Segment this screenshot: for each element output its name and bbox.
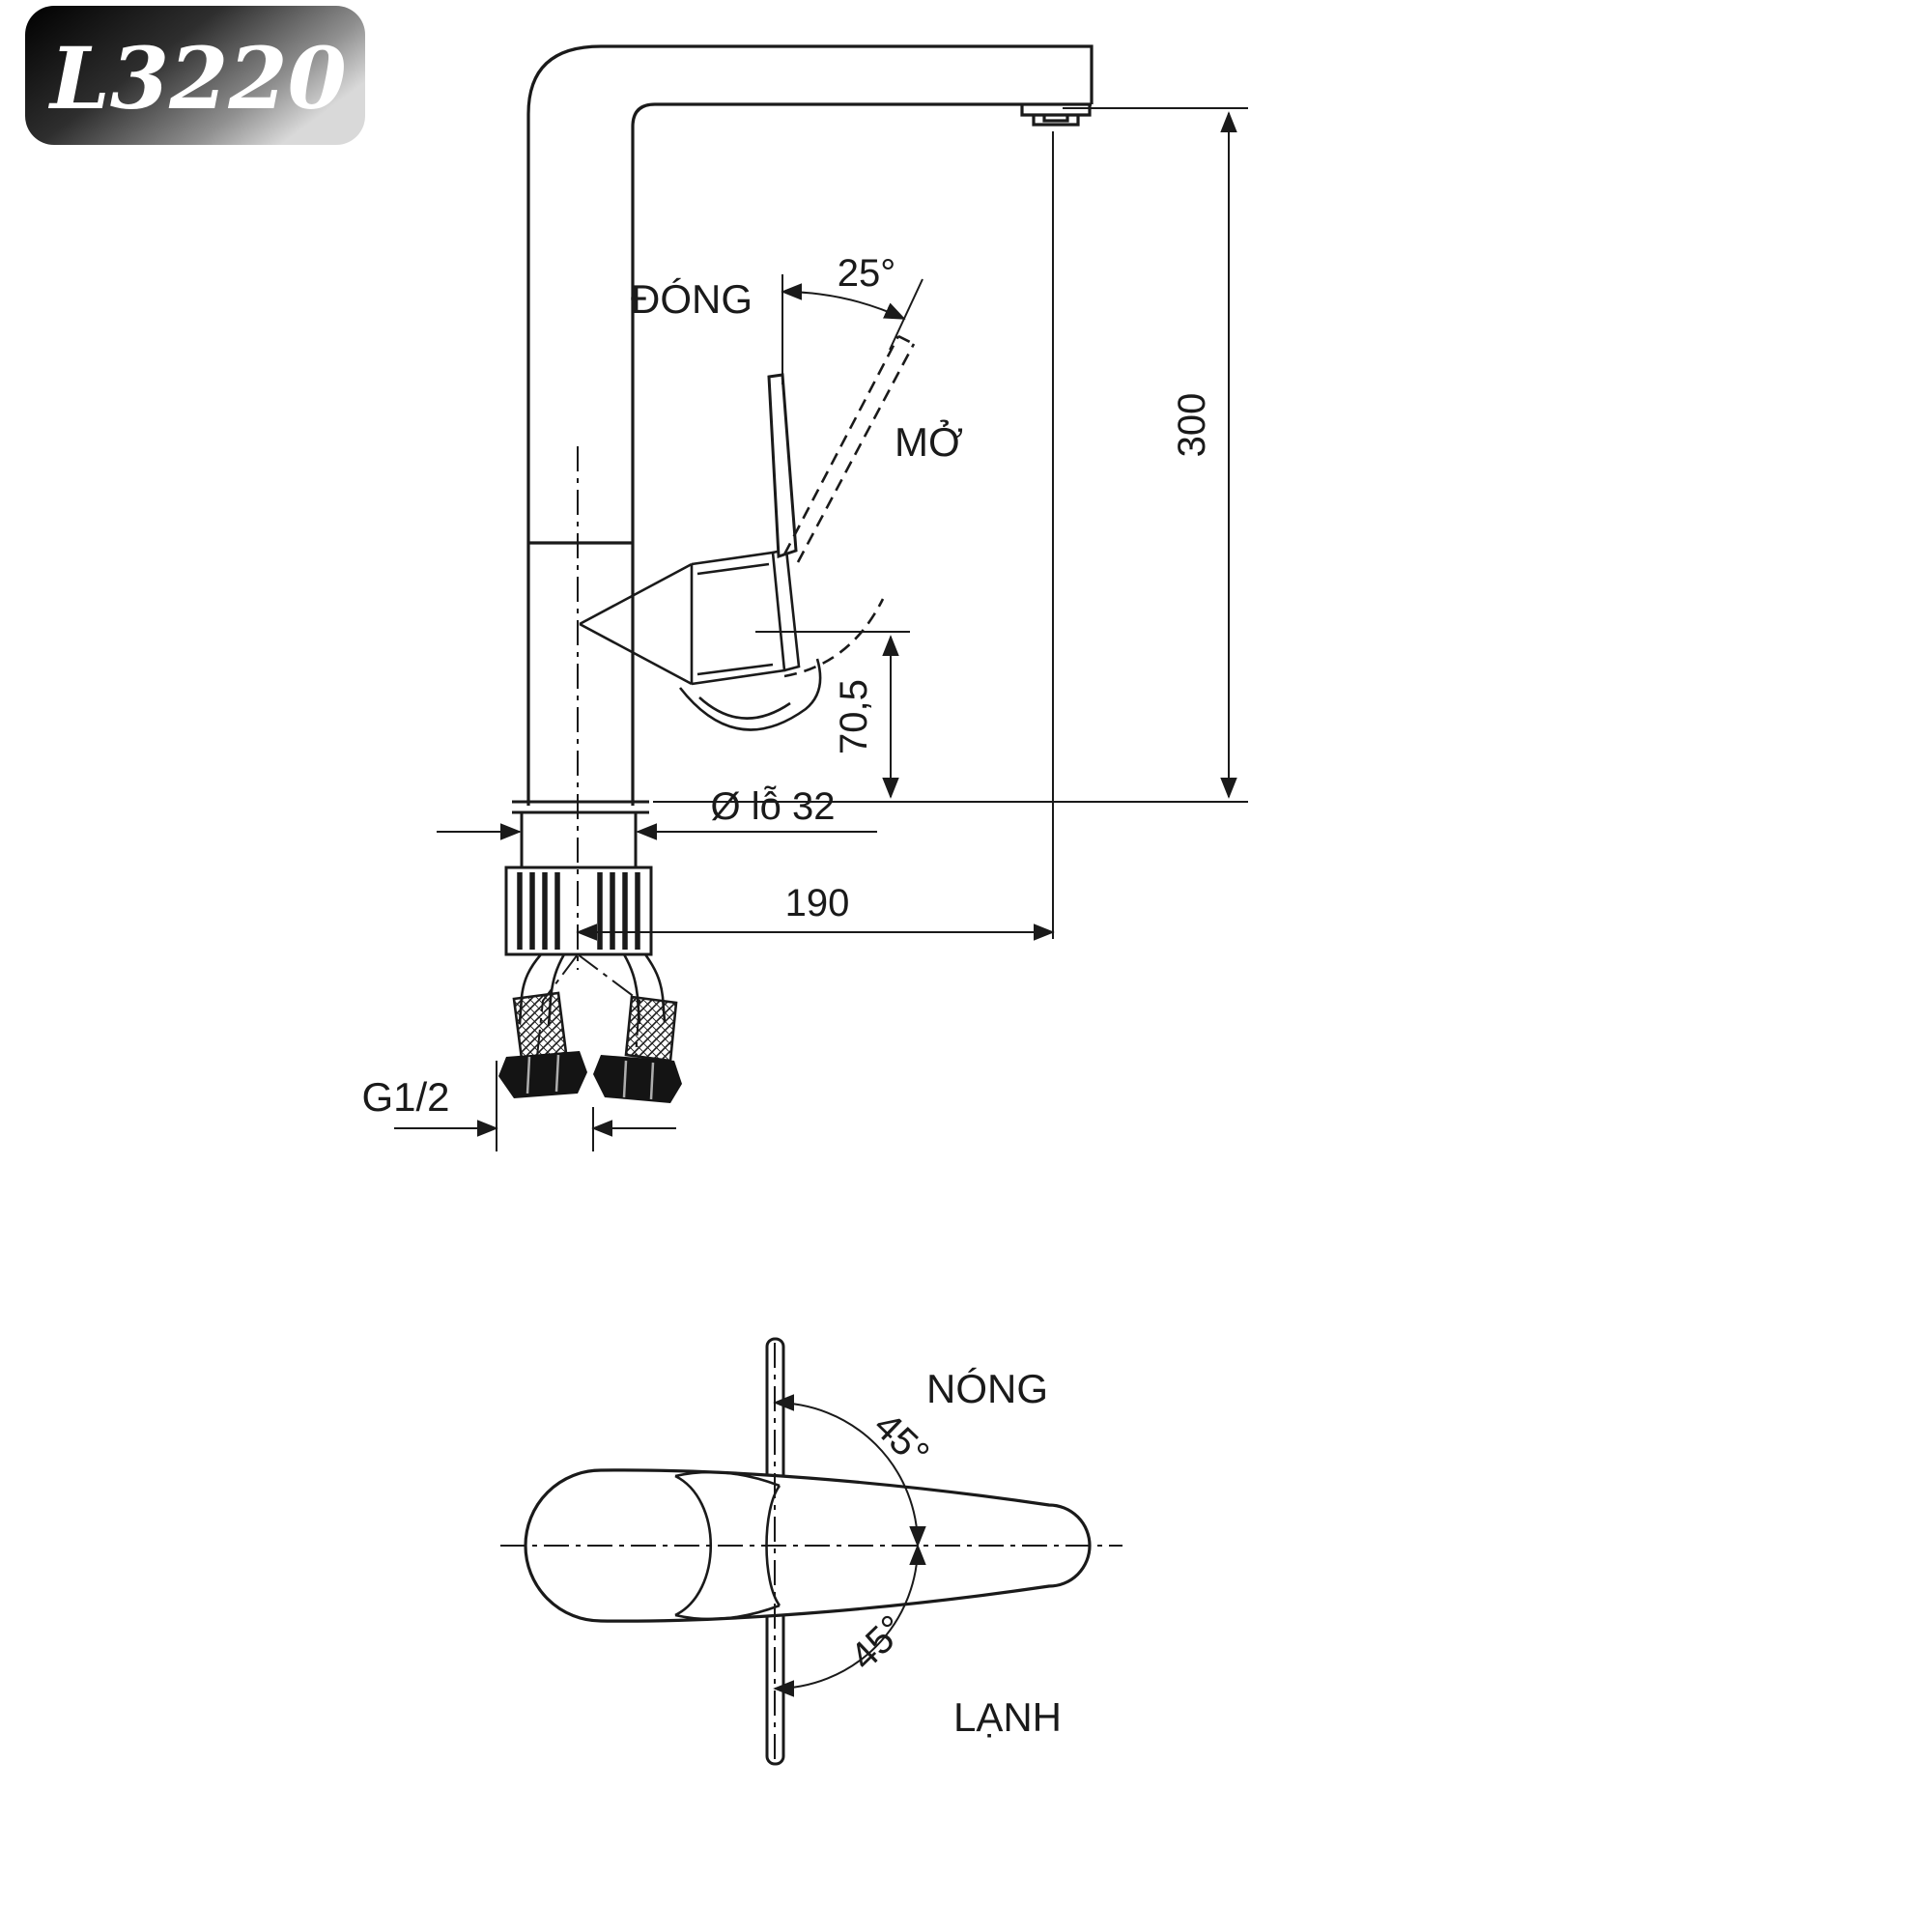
- hot-swing-arc: [773, 1394, 926, 1548]
- angle-25-construction: [781, 274, 923, 384]
- handle-collar-inner: [698, 696, 791, 720]
- hot-angle-label: 45°: [866, 1405, 937, 1476]
- dim-190-label: 190: [785, 882, 850, 924]
- hot-label: NÓNG: [926, 1366, 1048, 1411]
- dim-300: [653, 107, 1248, 803]
- handle-closed: [767, 373, 798, 559]
- hose-braid-left: [512, 991, 568, 1061]
- hose-nut-left: [498, 1051, 587, 1098]
- spout-outline: [526, 44, 1094, 806]
- dim-70-5-label: 70,5: [833, 679, 875, 754]
- spout-nozzle-inner: [1042, 115, 1069, 123]
- cold-angle-label: 45°: [842, 1607, 914, 1679]
- angle-ref-slanted: [889, 278, 923, 351]
- cartridge-step: [772, 548, 801, 672]
- model-badge: L3220: [25, 6, 365, 145]
- dim-190: [576, 131, 1055, 941]
- hose-nut-right: [593, 1055, 682, 1103]
- mounting-base: [504, 800, 653, 956]
- cold-swing-arc: [773, 1544, 926, 1697]
- handle-collar: [678, 658, 822, 731]
- cartridge: [691, 551, 786, 686]
- spout-nozzle: [1032, 115, 1080, 127]
- handle-open-dashed: [782, 334, 916, 678]
- spout-inner-outline: [631, 102, 1092, 806]
- mounting-nut: [504, 866, 653, 956]
- hose-braid-right: [624, 995, 678, 1063]
- centerlines-side: [536, 446, 641, 1058]
- valve-details: [579, 548, 822, 731]
- model-label: L3220: [47, 28, 347, 128]
- angle-25-arc: [781, 283, 906, 320]
- open-label: MỞ: [895, 418, 963, 465]
- spout-outlet: [1020, 104, 1092, 117]
- handle-plan-view: 45° 45° NÓNG LẠNH: [500, 1337, 1122, 1766]
- dim-g12-label: G1/2: [361, 1074, 449, 1120]
- angle-25-label: 25°: [838, 252, 896, 295]
- badge-background: [25, 6, 365, 145]
- faucet-side-view: [526, 44, 1094, 806]
- close-label: ĐÓNG: [631, 276, 753, 322]
- cold-label: LẠNH: [953, 1694, 1062, 1740]
- dim-70-5: [755, 631, 910, 799]
- dim-hole-label: Ø lỗ 32: [711, 784, 836, 828]
- dim-g12: [394, 1061, 676, 1151]
- dim-300-label: 300: [1171, 393, 1213, 458]
- swing-arcs: [773, 1394, 926, 1697]
- hose-nut-highlights: [526, 1054, 655, 1100]
